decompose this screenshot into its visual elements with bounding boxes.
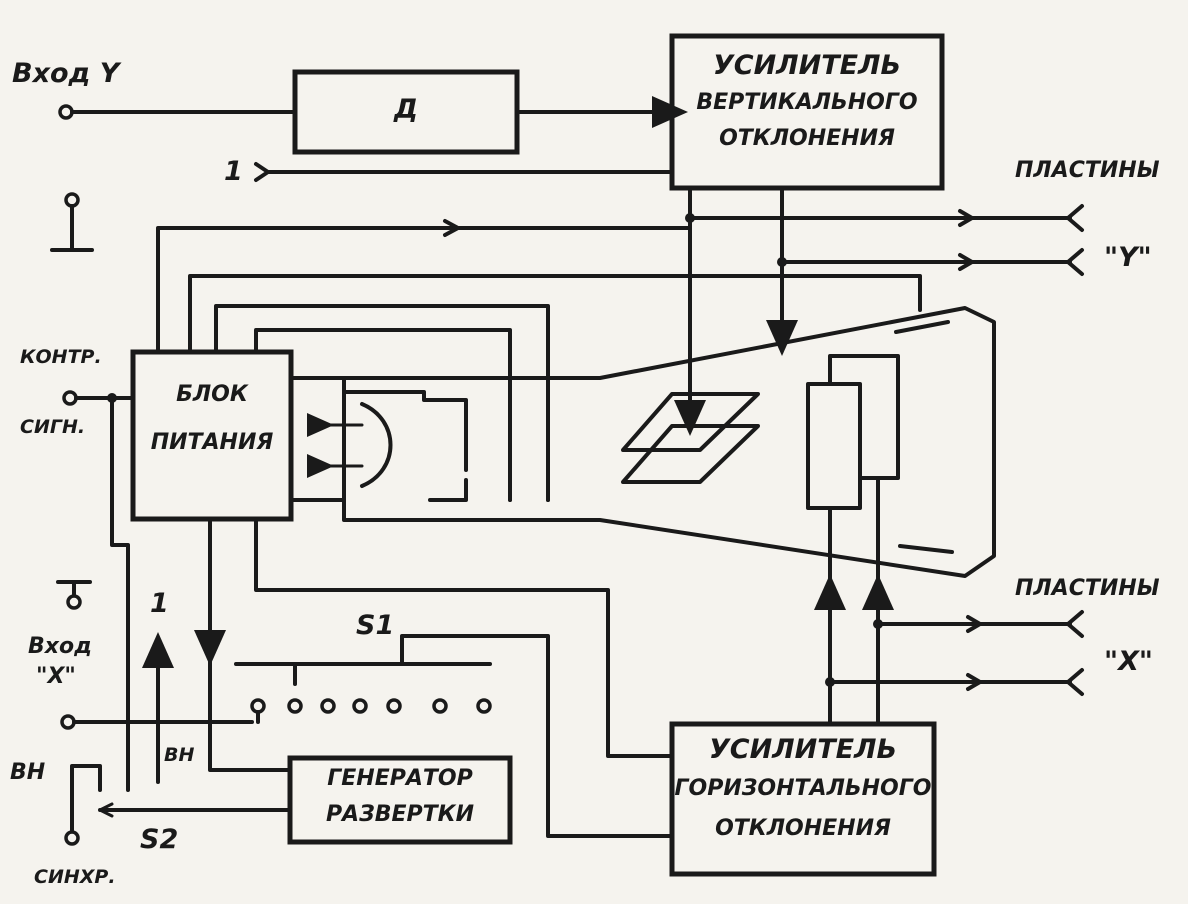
horizontal-amp-box [669,721,937,877]
ext-label: ВН [10,760,46,785]
ext-arrow-label: ВН [164,744,195,766]
ground-symbol-top [50,192,94,252]
power-supply-line1: БЛОК [176,382,248,407]
divider-label: Д [393,94,419,125]
switch-s2[interactable] [64,764,292,846]
horizontal-amp-title: УСИЛИТЕЛЬ [708,734,898,765]
power-supply-line2: ПИТАНИЯ [150,430,274,455]
horizontal-amp-line2: ГОРИЗОНТАЛЬНОГО [674,776,932,801]
input-x-line1: Вход [28,634,92,659]
plates-y-name: "Y" [1104,242,1152,273]
plates-x-label: ПЛАСТИНЫ [1015,576,1160,601]
cathode-ray-tube [289,306,996,578]
vertical-amp-title: УСИЛИТЕЛЬ [712,50,902,81]
sweep-generator-line2: РАЗВЕРТКИ [325,802,475,827]
input-y-label: Вход Y [12,58,120,89]
input-x-line2: "X" [36,664,76,689]
ground-symbol-bottom [56,580,92,610]
plates-y-label: ПЛАСТИНЫ [1015,158,1160,183]
sync-label: СИНХР. [34,866,116,888]
input-1-marker: 1 [224,156,243,187]
marker-1-bottom: 1 [150,588,169,619]
vertical-amp-line3: ОТКЛОНЕНИЯ [719,126,895,151]
control-signal-line1: КОНТР. [20,346,102,368]
switch-s1-label: S1 [356,610,395,641]
control-signal-line2: СИГН. [20,416,86,438]
plates-x-name: "X" [1104,646,1153,677]
sweep-generator-line1: ГЕНЕРАТОР [327,766,473,791]
vertical-amp-line2: ВЕРТИКАЛЬНОГО [696,90,918,115]
sweep-generator-box [287,755,513,845]
horizontal-amp-line3: ОТКЛОНЕНИЯ [715,816,891,841]
switch-s2-label: S2 [140,824,179,855]
